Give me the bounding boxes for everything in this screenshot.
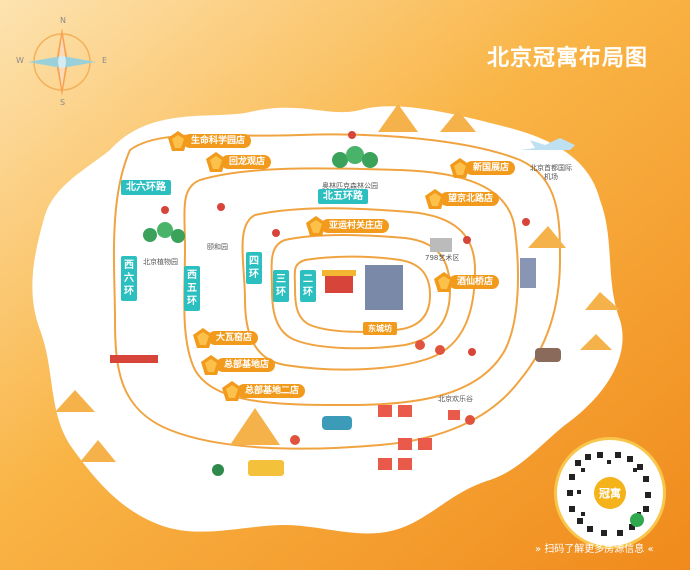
airplane bbox=[520, 138, 575, 150]
compass: N S W E bbox=[16, 16, 107, 108]
store-label: 望京北路店 bbox=[440, 192, 500, 206]
trees bbox=[143, 146, 475, 476]
landmark-dongcheng: 东城坊 bbox=[363, 322, 397, 335]
landmark-olympic-park: 奥林匹克森林公园 bbox=[322, 182, 378, 190]
car-2 bbox=[535, 348, 561, 362]
bench bbox=[110, 355, 158, 363]
landmark-summer-palace: 颐和园 bbox=[207, 243, 228, 251]
landmark-botanical-garden: 北京植物园 bbox=[143, 258, 178, 266]
landmark-airport: 北京首都国际机场 bbox=[530, 164, 572, 181]
store-pin-icon bbox=[168, 131, 188, 151]
page-title: 北京冠寓布局图 bbox=[486, 46, 648, 71]
store-label: 酒仙桥店 bbox=[449, 275, 500, 289]
store-marker[interactable]: 总部基地店 bbox=[200, 355, 276, 375]
qr-code[interactable]: 冠寓 bbox=[557, 440, 663, 546]
ring-label-2: 二环 bbox=[300, 270, 316, 302]
store-pin-icon bbox=[434, 272, 454, 292]
compass-n: N bbox=[60, 16, 66, 25]
store-pin-icon bbox=[193, 328, 213, 348]
store-marker[interactable]: 酒仙桥店 bbox=[433, 272, 500, 292]
buildings bbox=[322, 238, 536, 310]
store-label: 总部基地二店 bbox=[237, 384, 306, 398]
store-pin-icon bbox=[306, 216, 326, 236]
car bbox=[322, 416, 352, 430]
bus bbox=[248, 460, 284, 476]
beijing-map-shape bbox=[32, 106, 623, 534]
compass-w: W bbox=[16, 56, 24, 65]
store-marker[interactable]: 回龙观店 bbox=[205, 152, 272, 172]
hills bbox=[55, 104, 620, 462]
landmark-798: 798艺术区 bbox=[425, 254, 460, 262]
ring-label-north-5: 北五环路 bbox=[318, 189, 368, 204]
store-pin-icon bbox=[425, 189, 445, 209]
store-pin-icon bbox=[222, 381, 242, 401]
compass-s: S bbox=[60, 98, 66, 107]
ring-4 bbox=[241, 207, 477, 371]
store-label: 总部基地店 bbox=[216, 358, 276, 372]
store-label: 大瓦窑店 bbox=[208, 331, 259, 345]
ring-label-west-6: 西六环 bbox=[121, 256, 137, 301]
store-marker[interactable]: 生命科学园店 bbox=[167, 131, 252, 151]
footer-label: 扫码了解更多房源信息 bbox=[544, 544, 645, 555]
footer-text: » 扫码了解更多房源信息 « bbox=[535, 540, 654, 555]
store-pin-icon bbox=[201, 355, 221, 375]
qr-logo-badge: 冠寓 bbox=[594, 477, 626, 509]
store-marker[interactable]: 新国展店 bbox=[449, 158, 516, 178]
compass-e: E bbox=[102, 56, 108, 65]
store-pin-icon bbox=[450, 158, 470, 178]
ring-label-north-6: 北六环路 bbox=[121, 180, 171, 195]
chevrons-left-icon: « bbox=[647, 544, 654, 555]
compass-rose-icon bbox=[28, 28, 96, 96]
store-label: 亚运村关庄店 bbox=[321, 219, 390, 233]
ring-label-west-5: 西五环 bbox=[184, 266, 200, 311]
chevrons-right-icon: » bbox=[535, 544, 542, 555]
landmark-happy-valley: 北京欢乐谷 bbox=[438, 395, 473, 403]
store-label: 回龙观店 bbox=[221, 155, 272, 169]
store-pin-icon bbox=[206, 152, 226, 172]
store-marker[interactable]: 望京北路店 bbox=[424, 189, 500, 209]
houses bbox=[378, 405, 460, 470]
ring-label-4: 四环 bbox=[246, 252, 262, 284]
store-marker[interactable]: 亚运村关庄店 bbox=[305, 216, 390, 236]
store-marker[interactable]: 总部基地二店 bbox=[221, 381, 306, 401]
ring-label-3: 三环 bbox=[273, 270, 289, 302]
store-label: 新国展店 bbox=[465, 161, 516, 175]
qr-pattern bbox=[567, 452, 651, 536]
store-label: 生命科学园店 bbox=[183, 134, 252, 148]
store-marker[interactable]: 大瓦窑店 bbox=[192, 328, 259, 348]
